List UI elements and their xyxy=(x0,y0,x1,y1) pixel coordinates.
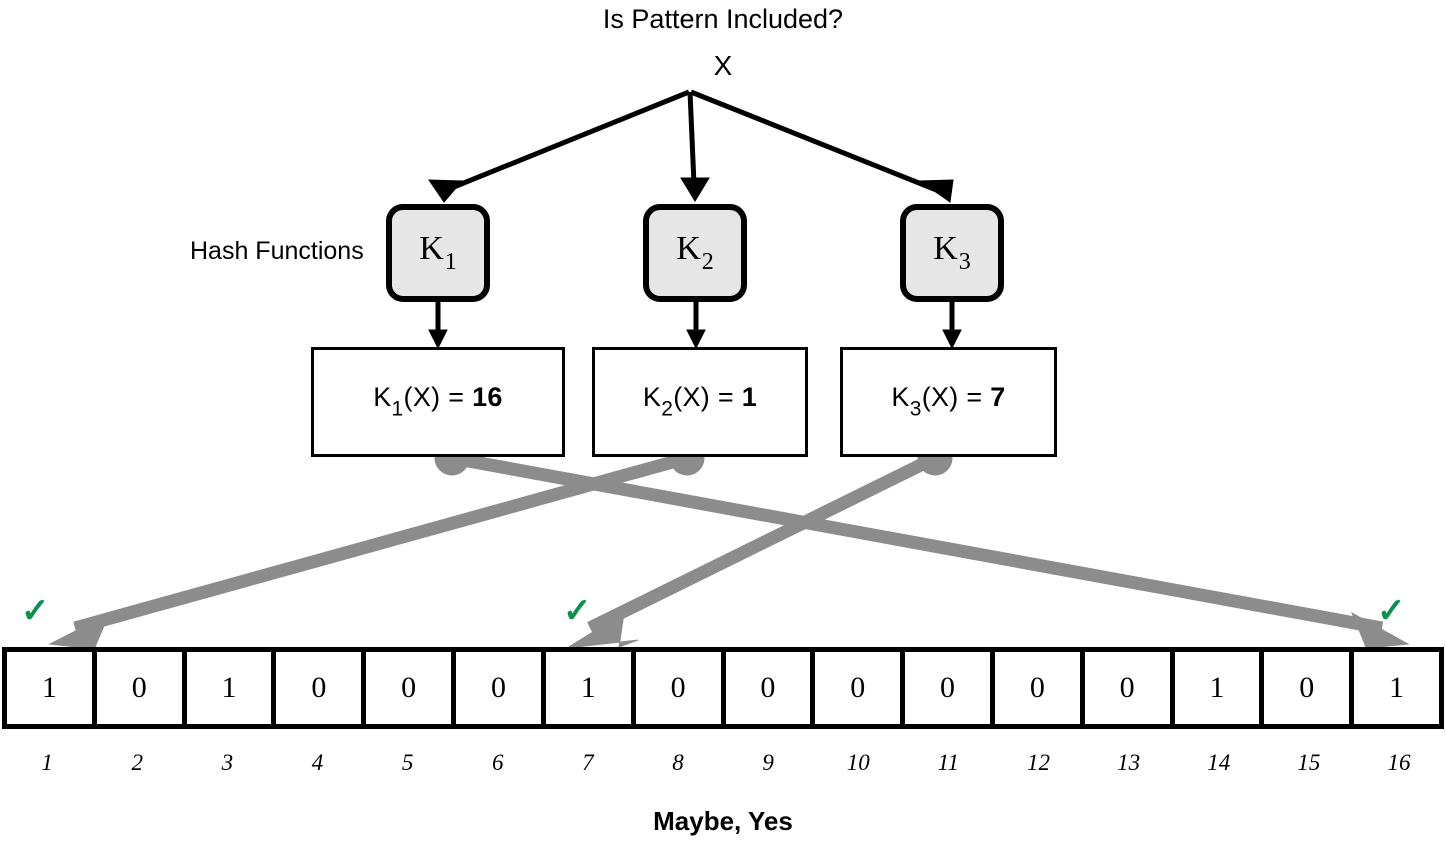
bit-index-label-1: 1 xyxy=(41,750,53,775)
bit-index-label-5: 5 xyxy=(401,750,414,775)
hash-functions-label: Hash Functions xyxy=(190,237,364,265)
bit-cell-10[interactable]: 0 xyxy=(810,652,906,724)
connector-k1-to-cell16 xyxy=(450,451,1384,635)
bit-cell-6[interactable]: 0 xyxy=(451,652,546,724)
bit-cell-13[interactable]: 0 xyxy=(1079,652,1175,724)
bit-cell-2[interactable]: 0 xyxy=(91,652,187,724)
result-box-k1: K1(X) = 16 xyxy=(311,347,565,457)
page-title: Is Pattern Included? xyxy=(602,4,844,34)
bit-cell-8[interactable]: 0 xyxy=(630,652,726,724)
bit-cell-12[interactable]: 0 xyxy=(989,652,1085,724)
input-label-x: X xyxy=(713,50,733,81)
bit-cell-11[interactable]: 0 xyxy=(900,652,995,724)
bit-index-label-14: 14 xyxy=(1207,750,1231,775)
hash-function-box-k2[interactable]: K2 xyxy=(643,204,747,302)
bit-cell-4[interactable]: 0 xyxy=(271,652,367,724)
result-box-k3: K3(X) = 7 xyxy=(840,347,1057,457)
checkmark-icon-cell-16: ✓ xyxy=(1377,592,1406,630)
bit-cell-7[interactable]: 1 xyxy=(540,652,636,724)
result-box-k2: K2(X) = 1 xyxy=(592,347,808,457)
bit-index-label-12: 12 xyxy=(1026,750,1050,775)
checkmark-icon-cell-1: ✓ xyxy=(21,592,50,630)
bit-cell-3[interactable]: 1 xyxy=(181,652,277,724)
bit-index-label-10: 10 xyxy=(846,750,870,775)
branch-arrows xyxy=(428,89,954,203)
bit-index-label-6: 6 xyxy=(491,750,504,775)
bit-cell-1[interactable]: 1 xyxy=(2,652,97,724)
bit-cell-15[interactable]: 0 xyxy=(1259,652,1355,724)
bit-index-label-9: 9 xyxy=(762,750,774,775)
bit-index-label-7: 7 xyxy=(582,750,594,775)
hash-function-k1-label: K1 xyxy=(419,229,457,276)
bit-cell-9[interactable]: 0 xyxy=(720,652,816,724)
bit-index-label-4: 4 xyxy=(311,750,324,775)
hash-function-box-k3[interactable]: K3 xyxy=(900,204,1004,302)
checkmark-icon-cell-7: ✓ xyxy=(563,592,592,630)
result-expression-k3: K3(X) = 7 xyxy=(891,382,1006,421)
hash-function-k3-label: K3 xyxy=(933,229,971,276)
arrowhead-cell1 xyxy=(48,612,115,652)
bit-index-label-16: 16 xyxy=(1387,750,1411,775)
hash-to-result-arrows xyxy=(428,302,962,350)
bit-cell-14[interactable]: 1 xyxy=(1169,652,1265,724)
bit-index-label-15: 15 xyxy=(1297,750,1321,775)
result-expression-k2: K2(X) = 1 xyxy=(642,382,758,421)
bit-index-label-2: 2 xyxy=(131,750,143,775)
connector-k3-to-cell7 xyxy=(587,452,938,634)
hash-function-box-k1[interactable]: K1 xyxy=(386,204,490,302)
bit-index-label-11: 11 xyxy=(937,750,959,775)
connector-k2-to-cell1 xyxy=(73,451,689,635)
result-caption: Maybe, Yes xyxy=(653,806,793,836)
bit-cell-16[interactable]: 1 xyxy=(1349,652,1444,724)
bit-index-label-8: 8 xyxy=(672,750,684,775)
bit-cell-5[interactable]: 0 xyxy=(361,652,457,724)
bit-index-label-13: 13 xyxy=(1117,750,1141,775)
result-expression-k1: K1(X) = 16 xyxy=(373,382,503,421)
hash-function-k2-label: K2 xyxy=(676,229,714,276)
gray-connectors xyxy=(48,440,1410,652)
bit-index-label-3: 3 xyxy=(221,750,234,775)
